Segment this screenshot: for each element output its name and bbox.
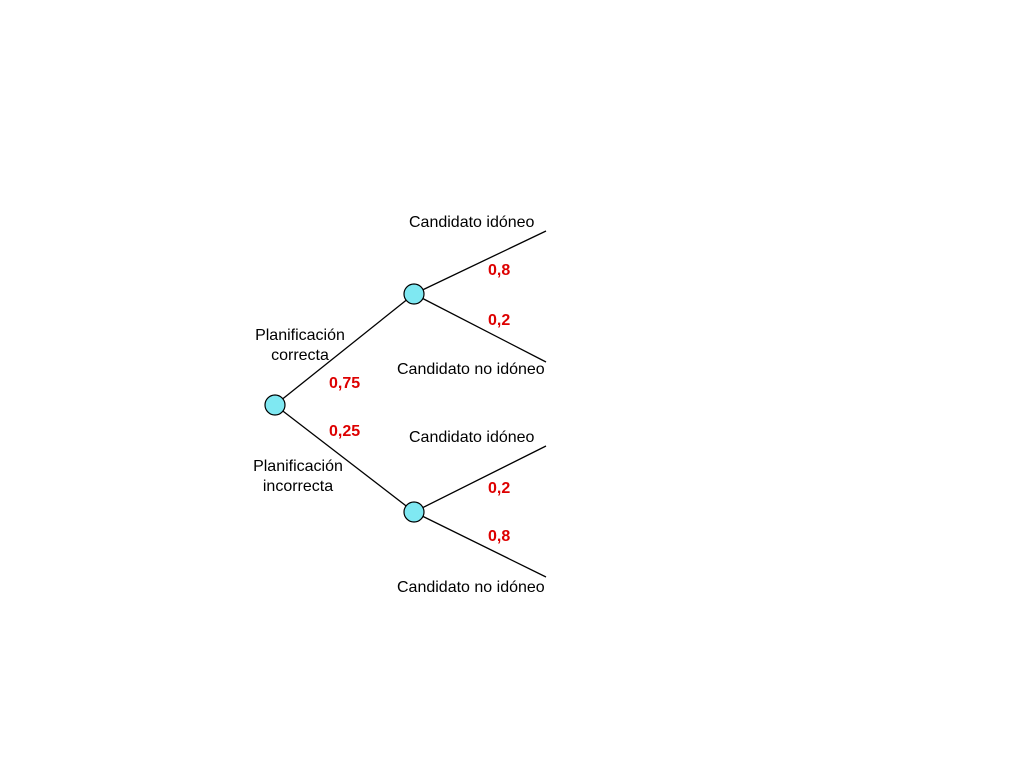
edge-root-to-incorrect xyxy=(274,404,415,513)
root-node xyxy=(264,394,286,416)
probability-incorrect-suitable: 0,2 xyxy=(488,480,511,497)
edge-correct-to-suitable xyxy=(413,230,547,295)
probability-correct-suitable: 0,8 xyxy=(488,262,511,279)
edge-correct-to-unsuitable xyxy=(413,293,547,363)
probability-correct: 0,75 xyxy=(329,375,361,392)
branch-label-correct: Planificación correcta xyxy=(238,326,362,366)
outcome-label-incorrect-unsuitable: Candidato no idóneo xyxy=(397,579,545,596)
correct-planning-node xyxy=(403,283,425,305)
probability-incorrect-unsuitable: 0,8 xyxy=(488,528,511,545)
edge-root-to-correct xyxy=(274,293,415,406)
probability-correct-unsuitable: 0,2 xyxy=(488,312,511,329)
edge-incorrect-to-unsuitable xyxy=(413,511,547,578)
branch-label-correct-line2: correcta xyxy=(271,347,329,364)
outcome-label-correct-suitable: Candidato idóneo xyxy=(409,214,535,231)
probability-incorrect: 0,25 xyxy=(329,423,361,440)
branch-label-incorrect-line1: Planificación xyxy=(253,458,343,475)
branch-label-incorrect: Planificación incorrecta xyxy=(236,457,360,497)
incorrect-planning-node xyxy=(403,501,425,523)
branch-label-correct-line1: Planificación xyxy=(255,327,345,344)
outcome-label-correct-unsuitable: Candidato no idóneo xyxy=(397,361,545,378)
branch-label-incorrect-line2: incorrecta xyxy=(262,478,334,495)
edge-incorrect-to-suitable xyxy=(413,445,547,513)
outcome-label-incorrect-suitable: Candidato idóneo xyxy=(409,429,535,446)
